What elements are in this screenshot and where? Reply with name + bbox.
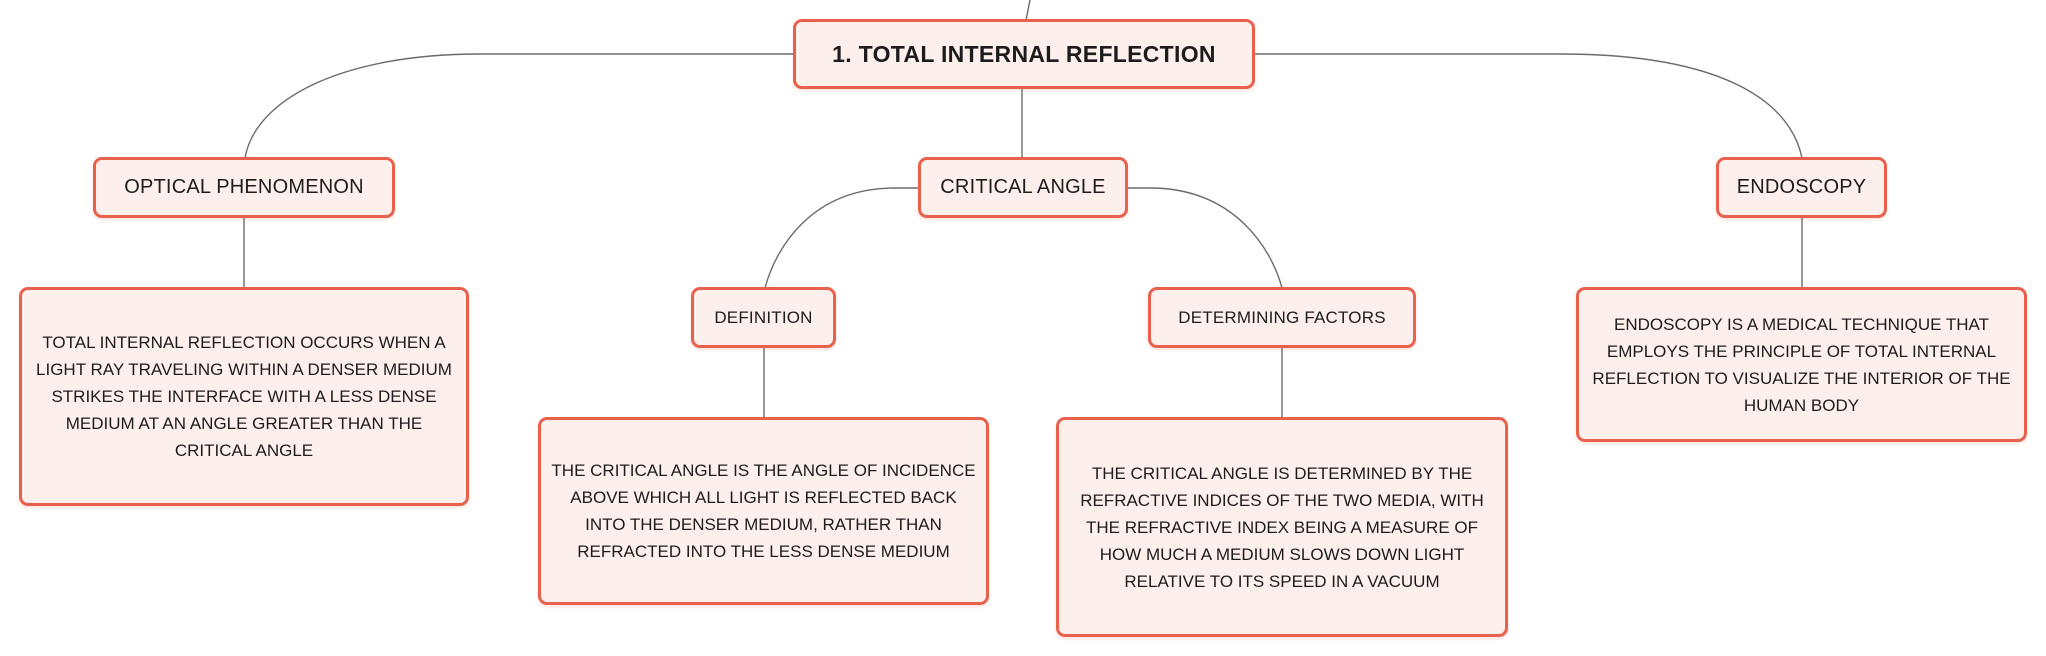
determining-factors-node[interactable]: DETERMINING FACTORS: [1148, 287, 1416, 348]
critical-angle-label: CRITICAL ANGLE: [940, 176, 1106, 198]
endoscopy-detail-text: ENDOSCOPY IS A MEDICAL TECHNIQUE THAT EM…: [1592, 314, 2011, 415]
root-node[interactable]: 1. TOTAL INTERNAL REFLECTION: [793, 19, 1255, 89]
connector-critical-definition: [764, 187, 920, 289]
determining-factors-detail-text: THE CRITICAL ANGLE IS DETERMINED BY THE …: [1080, 463, 1484, 591]
optical-phenomenon-label: OPTICAL PHENOMENON: [124, 176, 364, 198]
determining-factors-detail-node[interactable]: THE CRITICAL ANGLE IS DETERMINED BY THE …: [1056, 417, 1508, 637]
optical-phenomenon-detail-node[interactable]: TOTAL INTERNAL REFLECTION OCCURS WHEN A …: [19, 287, 469, 506]
connector-root-optical: [244, 53, 796, 159]
definition-detail-text: THE CRITICAL ANGLE IS THE ANGLE OF INCID…: [551, 461, 976, 561]
endoscopy-label: ENDOSCOPY: [1736, 176, 1867, 198]
endoscopy-node[interactable]: ENDOSCOPY: [1716, 157, 1887, 218]
critical-angle-node[interactable]: CRITICAL ANGLE: [918, 157, 1128, 218]
endoscopy-detail-node[interactable]: ENDOSCOPY IS A MEDICAL TECHNIQUE THAT EM…: [1576, 287, 2027, 442]
definition-node[interactable]: DEFINITION: [691, 287, 836, 348]
definition-label: DEFINITION: [714, 307, 813, 327]
connector-parent-root: [1025, 0, 1031, 21]
optical-phenomenon-detail-text: TOTAL INTERNAL REFLECTION OCCURS WHEN A …: [36, 333, 452, 460]
determining-factors-label: DETERMINING FACTORS: [1178, 307, 1386, 327]
connector-critical-factors: [1126, 187, 1283, 289]
connector-root-endoscopy: [1252, 53, 1803, 159]
optical-phenomenon-node[interactable]: OPTICAL PHENOMENON: [93, 157, 395, 218]
definition-detail-node[interactable]: THE CRITICAL ANGLE IS THE ANGLE OF INCID…: [538, 417, 989, 605]
root-node-label: 1. TOTAL INTERNAL REFLECTION: [832, 40, 1216, 67]
